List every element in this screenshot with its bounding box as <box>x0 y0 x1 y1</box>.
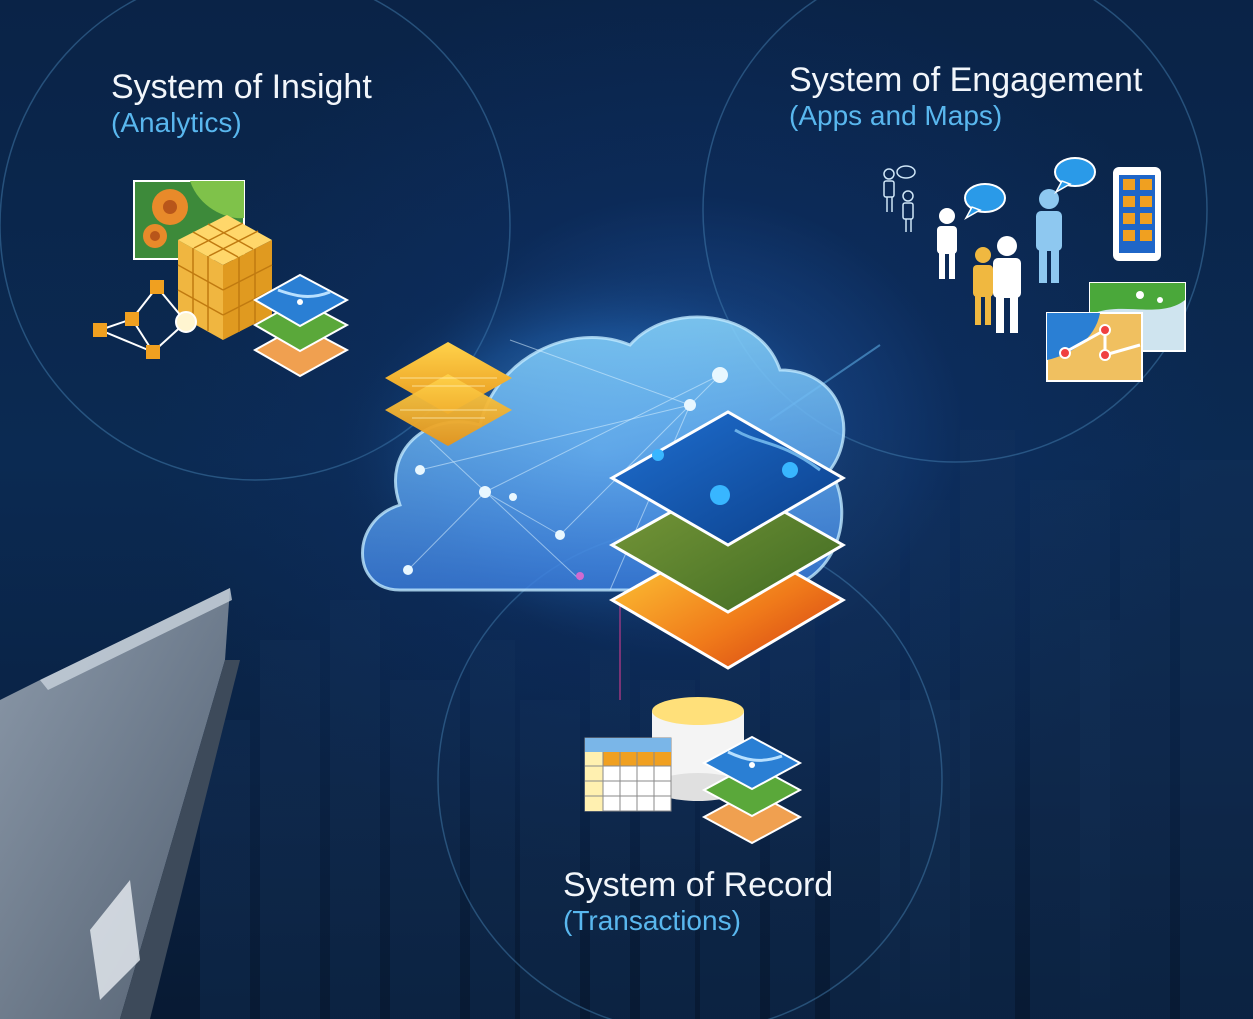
spreadsheet-icon <box>584 737 672 812</box>
insight-title: System of Insight <box>111 68 372 106</box>
map-layers-icon <box>252 273 350 378</box>
gold-layers-icon <box>385 342 512 446</box>
record-label: System of Record (Transactions) <box>563 866 833 938</box>
imagery-layers-icon <box>608 410 847 670</box>
record-title: System of Record <box>563 866 834 904</box>
engagement-circle <box>702 0 1208 463</box>
engagement-label: System of Engagement (Apps and Maps) <box>789 61 1142 133</box>
people-icon <box>883 165 1062 333</box>
laptop-illustration <box>0 588 240 1019</box>
insight-circle <box>0 0 511 481</box>
insight-subtitle: (Analytics) <box>111 107 242 138</box>
engagement-title: System of Engagement <box>789 61 1143 99</box>
record-subtitle: (Transactions) <box>563 905 741 936</box>
map-layers-icon <box>701 735 803 845</box>
speech-bubble-icon <box>964 157 1096 220</box>
network-graph-icon <box>93 280 197 359</box>
insight-label: System of Insight (Analytics) <box>111 68 372 140</box>
mobile-app-icon <box>1113 167 1161 261</box>
engagement-subtitle: (Apps and Maps) <box>789 100 1003 131</box>
map-tiles-icon <box>1046 282 1186 382</box>
